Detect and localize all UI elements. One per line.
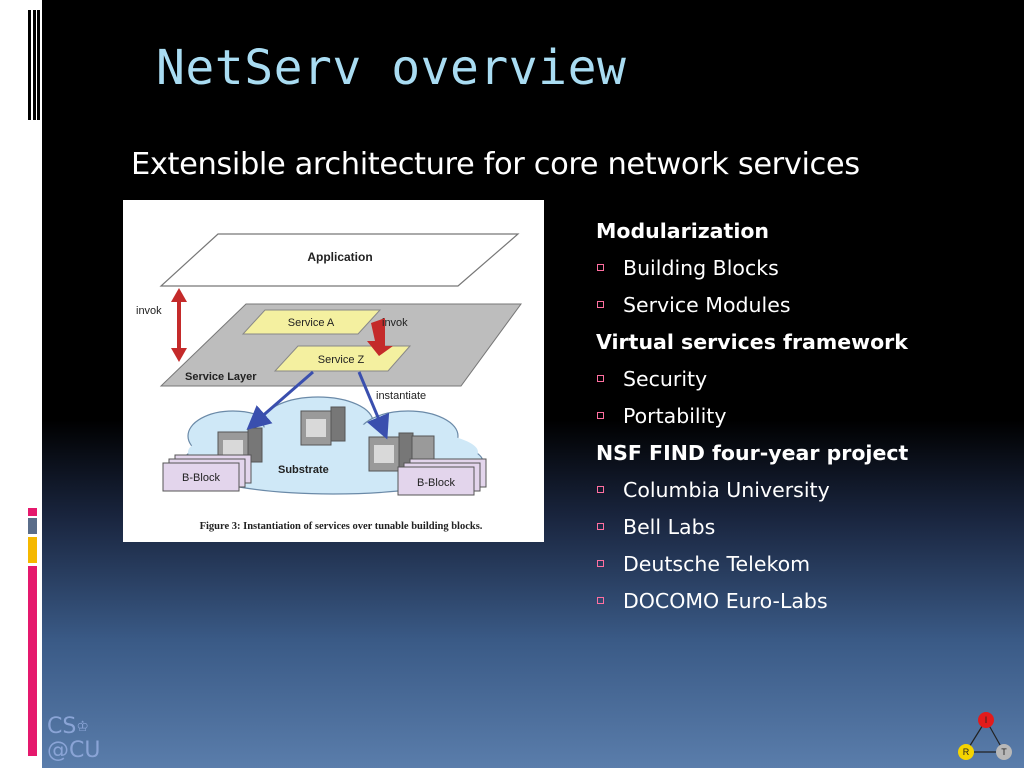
irt-letter-t: T	[1001, 747, 1007, 757]
invok-right-label: invok	[382, 317, 408, 329]
bullet-text: DOCOMO Euro-Labs	[623, 589, 828, 613]
bullet-subitem: DOCOMO Euro-Labs	[596, 586, 1016, 623]
bullet-text: Virtual services framework	[596, 330, 908, 354]
square-bullet-icon	[597, 597, 604, 604]
irt-letter-r: R	[963, 747, 970, 757]
service-z-label: Service Z	[318, 354, 365, 366]
service-a-label: Service A	[288, 317, 335, 329]
bblock-left-label: B-Block	[182, 472, 220, 484]
instantiate-arrow-left	[246, 370, 314, 430]
invok-arrow-right	[367, 318, 393, 356]
bblock-left	[162, 454, 252, 492]
invok-left-label: invok	[136, 305, 162, 317]
cs-logo-text: CS	[47, 714, 77, 739]
square-bullet-icon	[597, 523, 604, 530]
irt-letter-i: I	[985, 715, 988, 725]
architecture-figure: Application Service A Service Z Service …	[123, 200, 544, 542]
bullet-text: Security	[623, 367, 708, 391]
bullet-text: Building Blocks	[623, 256, 779, 280]
bullet-text: Modularization	[596, 219, 770, 243]
accent-pink-long	[28, 566, 37, 756]
instantiate-label: instantiate	[376, 390, 426, 402]
square-bullet-icon	[597, 264, 604, 271]
square-bullet-icon	[597, 560, 604, 567]
bullet-subitem: Building Blocks	[596, 253, 1016, 290]
service-a-box	[241, 309, 382, 335]
instantiate-arrow-right	[357, 371, 390, 440]
square-bullet-icon	[597, 486, 604, 493]
bullet-text: Portability	[623, 404, 727, 428]
bullet-text: NSF FIND four-year project	[596, 441, 909, 465]
service-layer-label: Service Layer	[185, 371, 257, 383]
bullet-text: Bell Labs	[623, 515, 716, 539]
bblock-right-label: B-Block	[417, 477, 455, 489]
bullet-heading: NSF FIND four-year project	[596, 438, 1016, 475]
application-plane	[159, 233, 520, 287]
substrate-label: Substrate	[278, 464, 329, 476]
bullet-subitem: Deutsche Telekom	[596, 549, 1016, 586]
bullet-subitem: Service Modules	[596, 290, 1016, 327]
bullet-subitem: Portability	[596, 401, 1016, 438]
bullet-text: Deutsche Telekom	[623, 552, 811, 576]
strip-decoration	[28, 10, 40, 120]
square-bullet-icon	[597, 412, 604, 419]
square-bullet-icon	[597, 301, 604, 308]
accent-gray	[28, 518, 37, 534]
irt-logo: I R T	[958, 712, 1012, 760]
slide-title: NetServ overview	[156, 40, 627, 96]
bullet-heading: Modularization	[596, 216, 1016, 253]
bullet-heading: Virtual services framework	[596, 327, 1016, 364]
bullet-subitem: Columbia University	[596, 475, 1016, 512]
square-bullet-icon	[597, 375, 604, 382]
slide-subtitle: Extensible architecture for core network…	[131, 147, 860, 182]
application-label: Application	[307, 250, 372, 264]
bullet-text: Columbia University	[623, 478, 830, 502]
service-layer-plane	[159, 303, 522, 387]
bullet-subitem: Security	[596, 364, 1016, 401]
server-middle	[300, 406, 346, 446]
bullet-subitem: Bell Labs	[596, 512, 1016, 549]
cu-logo-text: @CU	[47, 738, 101, 763]
left-white-strip	[0, 0, 42, 768]
crown-icon: ♔	[76, 719, 89, 735]
accent-yellow	[28, 537, 37, 563]
bullet-text: Service Modules	[623, 293, 791, 317]
bblock-right	[397, 458, 487, 496]
cs-at-cu-logo: CS♔ @CU	[47, 716, 100, 762]
figure-caption: Figure 3: Instantiation of services over…	[200, 521, 483, 532]
accent-pink-top	[28, 508, 37, 516]
invok-arrow-left	[171, 288, 187, 362]
